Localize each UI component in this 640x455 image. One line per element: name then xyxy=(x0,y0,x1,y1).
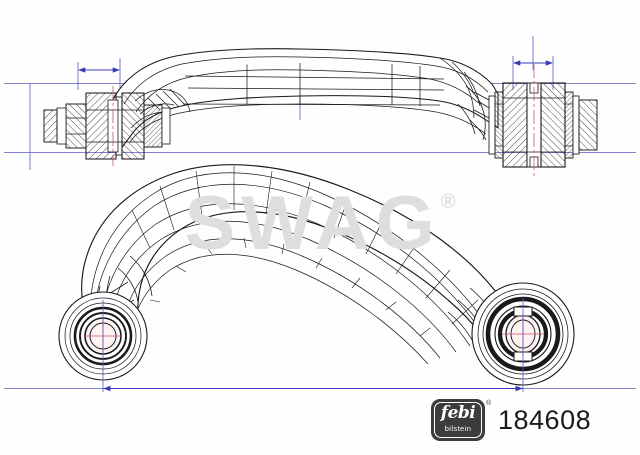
swag-watermark: SWAG® xyxy=(0,186,640,262)
upper-right-bushing-section xyxy=(488,64,598,178)
part-number: 184608 xyxy=(498,405,592,435)
brand-footer: febi bilstein ® 184608 xyxy=(0,397,640,447)
swag-registered-mark: ® xyxy=(440,191,456,213)
febi-logo-wordmark: febi xyxy=(440,403,476,423)
febi-registered-mark: ® xyxy=(486,400,492,407)
upper-arm-detail-lines xyxy=(123,56,489,143)
febi-logo-subtitle: bilstein xyxy=(444,424,472,433)
lower-arm-contour-lines xyxy=(89,172,491,365)
swag-watermark-text: SWAG xyxy=(184,181,441,266)
upper-right-neck-detail xyxy=(457,85,490,141)
febi-bilstein-logo: febi bilstein ® xyxy=(431,399,491,443)
febi-logo-box: febi bilstein xyxy=(431,399,485,441)
lower-arm-rib-lines xyxy=(131,166,479,337)
febi-logo-border xyxy=(434,402,482,438)
upper-left-bushing-section xyxy=(43,86,171,166)
